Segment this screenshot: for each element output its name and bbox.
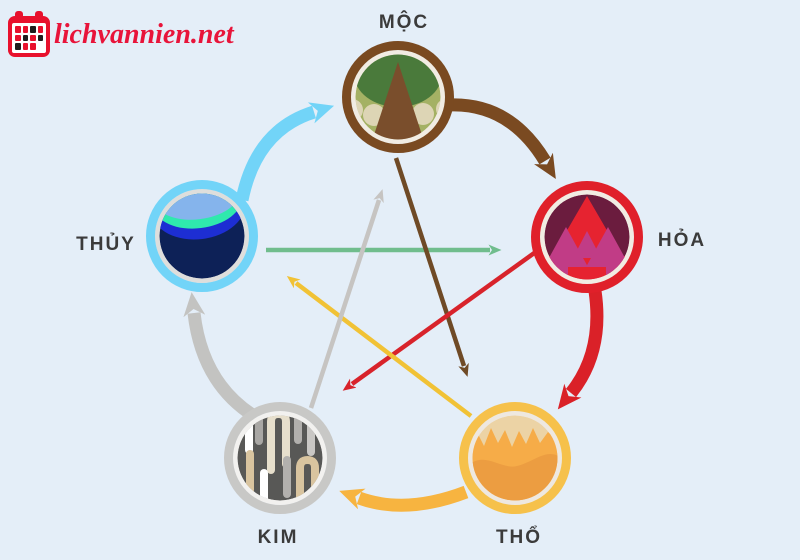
logo-text: lichvannien.net bbox=[54, 18, 234, 50]
element-node-kim bbox=[224, 402, 336, 514]
element-node-tho bbox=[459, 402, 571, 514]
calendar-icon bbox=[8, 11, 50, 57]
arrow-tho-to-thuy bbox=[286, 276, 473, 418]
label-thuy: THỦY bbox=[76, 233, 136, 255]
arrow-tho-to-kim bbox=[339, 485, 469, 512]
outer-ring bbox=[342, 41, 454, 153]
label-hoa: HỎA bbox=[658, 229, 706, 251]
metal-bars-icon bbox=[237, 415, 323, 501]
arrow-hoa-to-kim bbox=[342, 244, 546, 391]
element-labels: MỘC HỎA THỔ KIM THỦY bbox=[76, 11, 706, 548]
outer-ring bbox=[146, 180, 258, 292]
outer-ring bbox=[531, 181, 643, 293]
cloud bbox=[412, 103, 434, 125]
label-kim: KIM bbox=[258, 527, 299, 548]
label-moc: MỘC bbox=[379, 11, 429, 33]
water-bands bbox=[159, 193, 245, 240]
metal-bar-arch bbox=[296, 455, 319, 501]
element-node-hoa bbox=[531, 181, 643, 293]
element-node-moc bbox=[342, 41, 454, 153]
generating-cycle-arrows bbox=[183, 98, 604, 512]
arrow-moc-to-hoa bbox=[449, 98, 556, 179]
label-tho: THỔ bbox=[496, 526, 542, 548]
arrow-moc-to-tho bbox=[393, 157, 469, 377]
arrow-thuy-to-moc bbox=[235, 102, 335, 202]
outer-ring bbox=[459, 402, 571, 514]
flame-icon bbox=[544, 194, 630, 280]
element-node-thuy bbox=[146, 180, 258, 292]
soil-layers-icon bbox=[472, 415, 558, 501]
calendar-ring bbox=[15, 11, 23, 23]
water-waves-icon bbox=[159, 193, 245, 279]
site-logo[interactable]: lichvannien.net bbox=[8, 11, 234, 57]
calendar-grid bbox=[12, 23, 46, 53]
arrow-hoa-to-tho bbox=[557, 290, 604, 410]
tree-trunk bbox=[372, 62, 424, 140]
small-flame bbox=[573, 231, 601, 258]
arrow-kim-to-moc bbox=[308, 189, 384, 409]
water-band-light bbox=[159, 193, 239, 220]
calendar-ring bbox=[35, 11, 43, 23]
metal-bar-arch bbox=[267, 415, 290, 474]
outer-ring bbox=[224, 402, 336, 514]
arrow-kim-to-thuy bbox=[183, 292, 258, 422]
soil-bottom-layer bbox=[472, 454, 558, 501]
overcoming-cycle-arrows bbox=[266, 157, 546, 418]
